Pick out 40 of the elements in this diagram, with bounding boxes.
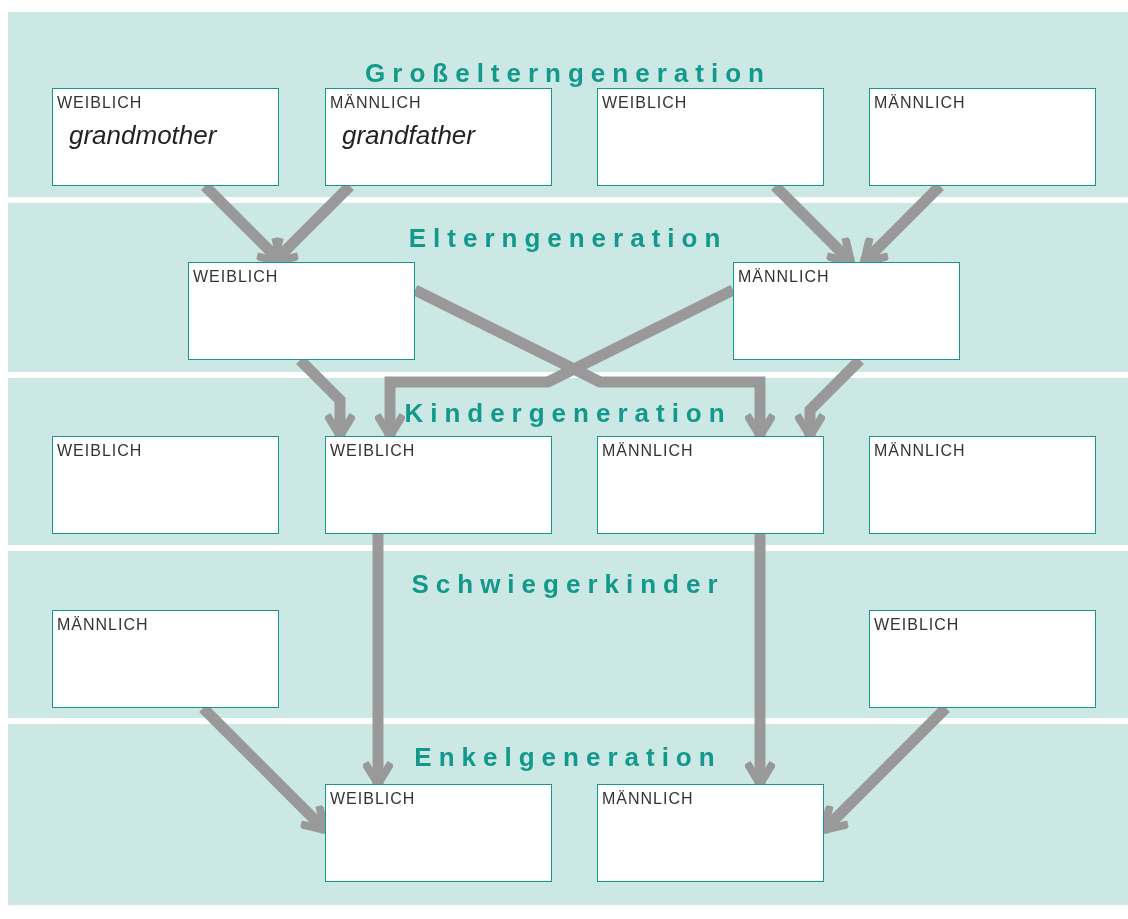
generation-band: [8, 203, 1128, 372]
gender-label: WEIBLICH: [193, 268, 280, 286]
gender-label: WEIBLICH: [57, 442, 144, 460]
person-box: [325, 784, 552, 882]
person-box: [188, 262, 415, 360]
band-heading: Großelterngeneration: [365, 58, 771, 88]
gender-label: MÄNNLICH: [330, 94, 423, 112]
generation-band: [8, 378, 1128, 545]
gender-label: MÄNNLICH: [602, 442, 695, 460]
person-box: [52, 88, 279, 186]
person-box: [869, 610, 1096, 708]
gender-label: WEIBLICH: [57, 94, 144, 112]
gender-label: MÄNNLICH: [602, 790, 695, 808]
gender-label: MÄNNLICH: [874, 442, 967, 460]
person-box: [869, 88, 1096, 186]
gender-label: WEIBLICH: [330, 790, 417, 808]
gender-label: WEIBLICH: [602, 94, 689, 112]
gender-label: MÄNNLICH: [738, 268, 831, 286]
generation-band: [8, 12, 1128, 197]
person-box: [597, 436, 824, 534]
person-name: grandfather: [342, 120, 477, 151]
person-box: [597, 88, 824, 186]
generation-band: [8, 551, 1128, 718]
band-heading: Schwiegerkinder: [411, 569, 725, 599]
person-box: [869, 436, 1096, 534]
person-box: [597, 784, 824, 882]
person-box: [52, 436, 279, 534]
band-heading: Elterngeneration: [408, 223, 728, 253]
gender-label: MÄNNLICH: [874, 94, 967, 112]
person-box: [325, 436, 552, 534]
gender-label: MÄNNLICH: [57, 616, 150, 634]
person-box: [52, 610, 279, 708]
person-name: grandmother: [69, 120, 219, 151]
person-box: [325, 88, 552, 186]
band-heading: Enkelgeneration: [414, 742, 722, 772]
person-box: [733, 262, 960, 360]
gender-label: WEIBLICH: [874, 616, 961, 634]
band-heading: Kindergeneration: [404, 398, 732, 428]
gender-label: WEIBLICH: [330, 442, 417, 460]
generation-band: [8, 724, 1128, 905]
